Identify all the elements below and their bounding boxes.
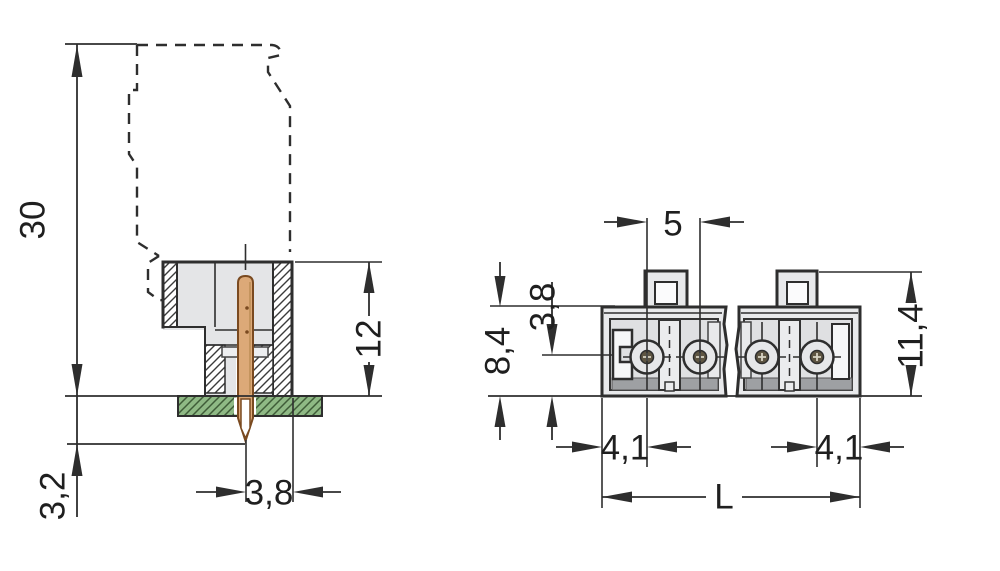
- segment2-end-slot: [831, 323, 850, 380]
- segment2-divider: [778, 319, 801, 392]
- dim-label-5: 5: [663, 205, 682, 244]
- dim-label-4-1-right: 4,1: [815, 429, 864, 468]
- pin-slot: [240, 398, 251, 440]
- side-view: 30 12 3,2 3,8: [14, 43, 389, 521]
- dim-label-3-8-front: 3,8: [524, 283, 563, 332]
- dim-label-3-8-side: 3,8: [245, 474, 294, 513]
- segment1-divider: [658, 319, 681, 392]
- dim-label-30: 30: [14, 201, 53, 240]
- solder-pin: [237, 244, 254, 445]
- hatched-left-wall: [162, 261, 178, 328]
- segment1-latch: [643, 269, 689, 309]
- dim-body-height-8-4: 8,4: [479, 262, 615, 440]
- dim-label-4-1-left: 4,1: [601, 429, 650, 468]
- dim-label-11-4: 11,4: [892, 303, 931, 369]
- segment2-pin-2: [793, 322, 841, 390]
- dim-last-pin-offset-4-1: 4,1: [771, 398, 904, 508]
- connector-segment-1: [600, 269, 729, 398]
- dim-pin-pitch-5: 5: [604, 205, 744, 390]
- hatched-right-wall: [272, 261, 293, 397]
- dim-label-3-2: 3,2: [34, 472, 73, 521]
- dim-first-pin-offset-4-1: 4,1: [556, 398, 691, 508]
- dim-pin-to-edge-3-8: 3,8: [196, 398, 341, 513]
- front-view: 5 8,4 3,8 11,4: [479, 205, 931, 517]
- dim-total-height-11-4: 11,4: [819, 271, 931, 396]
- dim-label-L: L: [714, 478, 733, 517]
- dim-label-8-4: 8,4: [479, 327, 518, 376]
- segment2-pin-1: [738, 322, 786, 390]
- connector-segment-2: [734, 269, 862, 398]
- segment1-keying-notch: [611, 328, 634, 381]
- header-body-section: [161, 260, 294, 398]
- dim-pin-length-3-2: 3,2: [34, 396, 245, 521]
- dim-pin-center-height-3-8: 3,8: [524, 282, 612, 440]
- dim-body-height-12: 12: [295, 261, 389, 396]
- dim-total-length-L: L: [602, 478, 860, 517]
- dim-total-height-30: 30: [14, 43, 137, 396]
- segment2-latch: [775, 269, 819, 309]
- hatched-base-left: [204, 344, 226, 394]
- dim-label-12: 12: [350, 320, 389, 359]
